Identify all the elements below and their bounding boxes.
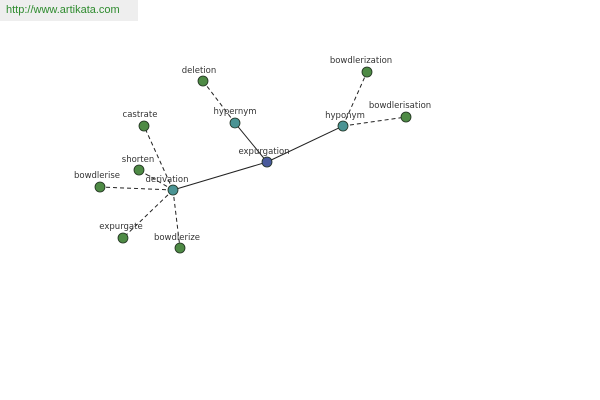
node-hypernym[interactable] [229,117,241,129]
node-label-bowdlerize[interactable]: bowdlerize [154,233,200,243]
node-shorten[interactable] [133,164,145,176]
node-derivation[interactable] [167,184,179,196]
edge-derivation-castrate [143,125,174,191]
node-label-expurgate[interactable]: expurgate [99,222,142,232]
node-bowdlerize[interactable] [174,242,186,254]
node-label-bowdlerisation[interactable]: bowdlerisation [369,101,431,111]
node-bowdlerisation[interactable] [400,111,412,123]
edge-expurgation-derivation [172,161,268,191]
node-bowdlerization[interactable] [361,66,373,78]
node-bowdlerise[interactable] [94,181,106,193]
node-label-castrate[interactable]: castrate [123,110,158,120]
node-label-deletion[interactable]: deletion [182,66,217,76]
nodes-layer [94,66,412,254]
url-bar: http://www.artikata.com [0,0,138,21]
labels-layer: expurgation hypernym hyponym derivation dele… [74,56,431,243]
edge-expurgation-hypernym [234,122,268,163]
node-deletion[interactable] [197,75,209,87]
node-expurgate[interactable] [117,232,129,244]
node-expurgation[interactable] [261,156,273,168]
node-label-hyponym[interactable]: hyponym [325,111,365,121]
node-label-expurgation[interactable]: expurgation [238,147,289,157]
edge-hyponym-bowdlerization [342,71,368,127]
node-label-shorten[interactable]: shorten [122,155,154,165]
node-hyponym[interactable] [337,120,349,132]
edge-hypernym-deletion [202,80,236,124]
node-castrate[interactable] [138,120,150,132]
node-label-bowdlerise[interactable]: bowdlerise [74,171,120,181]
edge-derivation-bowdlerize [172,189,181,249]
edge-derivation-expurgate [122,189,174,239]
edge-hyponym-bowdlerisation [342,116,407,127]
edges-layer [99,71,407,249]
edge-derivation-bowdlerise [99,186,174,191]
node-label-hypernym[interactable]: hypernym [213,107,256,117]
node-label-bowdlerization[interactable]: bowdlerization [330,56,392,66]
node-label-derivation[interactable]: derivation [145,175,188,185]
site-url-link[interactable]: http://www.artikata.com [6,4,120,16]
edge-expurgation-hyponym [266,125,344,163]
